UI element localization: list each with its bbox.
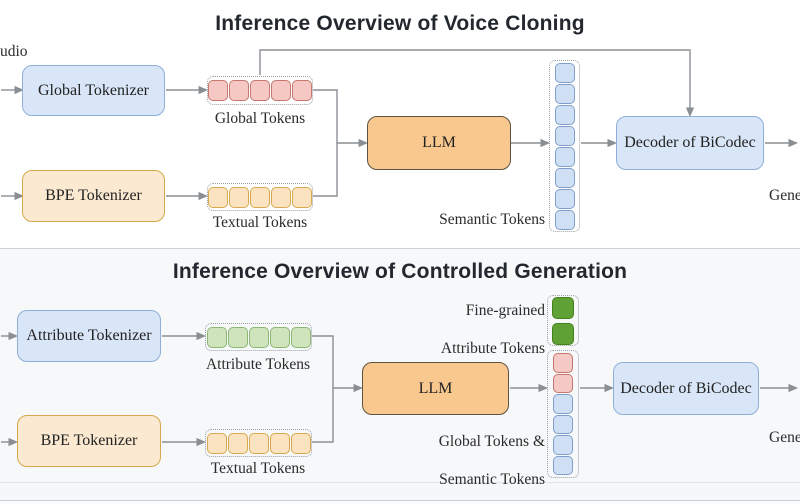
token (208, 186, 228, 208)
global-tokenizer-box: Global Tokenizer (22, 65, 165, 116)
token (552, 322, 574, 345)
attribute-tokens-group (205, 323, 312, 351)
decoder-bicodec-box: Decoder of BiCodec (616, 116, 764, 170)
global-tokenizer-label: Global Tokenizer (38, 81, 149, 99)
cutoff-box-fill (0, 501, 800, 504)
section1-title: Inference Overview of Voice Cloning (215, 12, 585, 35)
attribute-tokens-label: Attribute Tokens (205, 356, 311, 373)
global-tokens-group (207, 76, 313, 105)
bpe-tokenizer-box: BPE Tokenizer (22, 170, 165, 222)
token (554, 188, 575, 209)
generated-audio-partial-text: Gene (769, 187, 800, 204)
fine-grained-line2: Attribute Tokens (440, 340, 545, 357)
textual-tokens-label: Textual Tokens (212, 214, 308, 231)
llm-label-2: LLM (418, 379, 453, 397)
fine-grained-tokens-column (547, 295, 579, 346)
reference-audio-partial-text: udio (0, 43, 28, 60)
llm-box: LLM (367, 116, 511, 170)
token (553, 394, 573, 414)
token (553, 455, 573, 475)
semantic-tokens-column (549, 60, 580, 232)
token (554, 104, 575, 125)
fine-grained-label: Fine-grained Attribute Tokens (420, 301, 545, 358)
token (250, 186, 270, 208)
token (290, 432, 311, 454)
token (553, 414, 573, 434)
llm-label: LLM (422, 134, 456, 151)
token (269, 326, 290, 348)
token (554, 146, 575, 167)
token (553, 353, 573, 373)
bpe-tokenizer-box-2: BPE Tokenizer (17, 415, 161, 467)
token (206, 326, 227, 348)
cutoff-box-top-border (0, 500, 800, 501)
attribute-tokenizer-label: Attribute Tokenizer (26, 327, 152, 344)
token (227, 432, 248, 454)
token (229, 80, 249, 101)
token (271, 186, 291, 208)
token (292, 186, 312, 208)
token (553, 435, 573, 455)
textual-tokens-label-2: Textual Tokens (210, 460, 306, 477)
token (292, 80, 312, 101)
bpe-tokenizer-label-2: BPE Tokenizer (40, 432, 138, 449)
token (269, 432, 290, 454)
token (554, 125, 575, 146)
global-semantic-label: Global Tokens & Semantic Tokens (420, 432, 545, 489)
token (206, 432, 227, 454)
llm-box-2: LLM (362, 362, 509, 415)
token (554, 62, 575, 83)
section-divider-line (0, 248, 800, 249)
token (554, 209, 575, 230)
bpe-tokenizer-label: BPE Tokenizer (45, 187, 142, 204)
global-tokens-subgroup (553, 353, 573, 393)
decoder-bicodec-label: Decoder of BiCodec (624, 134, 756, 151)
fine-grained-line1: Fine-grained (465, 302, 545, 319)
token (227, 326, 248, 348)
global-semantic-tokens-column (547, 350, 579, 478)
textual-tokens-group (207, 183, 313, 211)
section2-title: Inference Overview of Controlled Generat… (172, 260, 628, 283)
attribute-tokenizer-box: Attribute Tokenizer (17, 310, 161, 362)
decoder-bicodec-label-2: Decoder of BiCodec (620, 379, 752, 397)
textual-tokens-group-2 (205, 429, 312, 457)
token (554, 167, 575, 188)
semantic-tokens-label: Semantic Tokens (439, 211, 545, 228)
token (248, 326, 269, 348)
semantic-tokens-subgroup (553, 394, 573, 475)
generated-audio-partial-text-2: Gene (769, 429, 800, 446)
token (552, 296, 574, 319)
token (553, 373, 573, 393)
decoder-bicodec-box-2: Decoder of BiCodec (613, 362, 759, 415)
token (271, 80, 291, 101)
global-semantic-line2: Semantic Tokens (439, 471, 545, 488)
token (554, 83, 575, 104)
token (248, 432, 269, 454)
bottom-strip (0, 483, 800, 504)
global-semantic-line1: Global Tokens & (438, 433, 545, 450)
bottom-strip-divider (0, 482, 800, 483)
token (229, 186, 249, 208)
global-tokens-label: Global Tokens (214, 110, 306, 127)
token (250, 80, 270, 101)
token (290, 326, 311, 348)
token (208, 80, 228, 101)
